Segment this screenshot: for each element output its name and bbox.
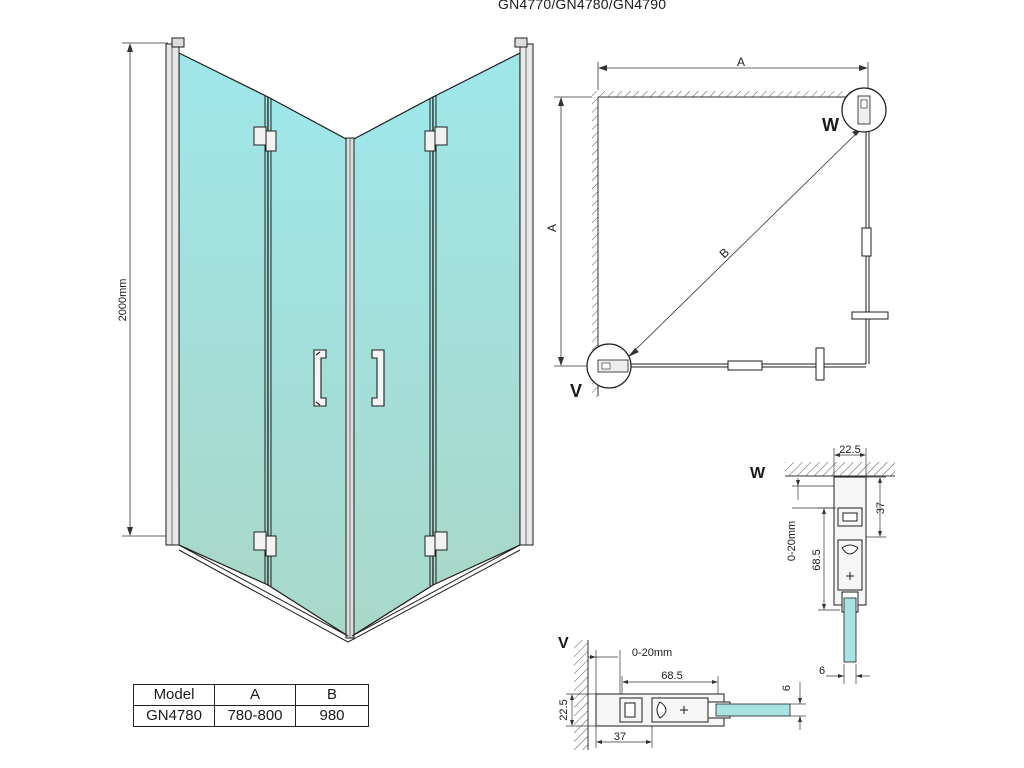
w-dim-adjust: 0-20mm (786, 521, 798, 561)
height-dimension (122, 42, 180, 537)
w-dim-width: 22.5 (839, 444, 860, 456)
left-door-glass (267, 95, 349, 638)
model-title: GN4770/GN4780/GN4790 (498, 0, 667, 12)
dimension-a-left (554, 96, 592, 367)
right-glass-line (851, 120, 889, 364)
v-dim-37: 37 (614, 731, 626, 743)
detail-w-title: W (750, 465, 766, 482)
door-handle-icon (313, 349, 385, 407)
left-wall-profile (165, 37, 185, 546)
detail-w-label: W (822, 115, 839, 135)
dimension-a-top (597, 62, 869, 90)
w-glass (843, 597, 857, 663)
w-profile (833, 476, 867, 613)
detail-v-title: V (558, 635, 569, 652)
top-wall (592, 91, 870, 97)
cell-b: 980 (295, 705, 369, 727)
cell-a: 780-800 (214, 705, 296, 727)
spec-table: Model A B GN4780 780-800 980 (133, 684, 369, 727)
table-header-row: Model A B (133, 684, 369, 706)
dim-b-label: B (717, 245, 732, 261)
dim-a-top-label: A (737, 55, 745, 69)
cell-model: GN4780 (133, 705, 215, 727)
detail-v: V 0-20mm 68.5 (558, 635, 806, 750)
bottom-frame (178, 544, 521, 643)
right-door-glass (351, 96, 434, 638)
plan-view: A A B (545, 55, 889, 401)
v-dim-width: 22.5 (558, 699, 570, 720)
right-wall-profile (514, 37, 534, 546)
v-dim-68-5: 68.5 (661, 670, 682, 682)
col-header-b: B (295, 684, 369, 706)
col-header-a: A (214, 684, 296, 706)
hinge-icon (253, 126, 448, 557)
v-dim-glass: 6 (781, 685, 793, 691)
v-profile (595, 693, 731, 727)
detail-v-label: V (570, 381, 582, 401)
v-glass (715, 703, 791, 717)
left-wall (592, 97, 598, 397)
height-label: 2000mm (117, 279, 129, 322)
detail-w: W 22.5 (750, 444, 895, 684)
corner-post (345, 137, 355, 639)
table-row: GN4780 780-800 980 (133, 705, 369, 727)
dimension-b (627, 126, 864, 358)
hinge-seams (264, 96, 437, 586)
w-dim-glass: 6 (819, 665, 825, 677)
w-dim-37: 37 (875, 502, 887, 514)
dim-a-left-label: A (545, 224, 559, 232)
bottom-glass-line (628, 347, 866, 381)
front-view: 2000mm (117, 37, 534, 643)
col-header-model: Model (133, 684, 215, 706)
w-dim-68-5: 68.5 (811, 549, 823, 570)
v-dim-adjust: 0-20mm (632, 647, 672, 659)
